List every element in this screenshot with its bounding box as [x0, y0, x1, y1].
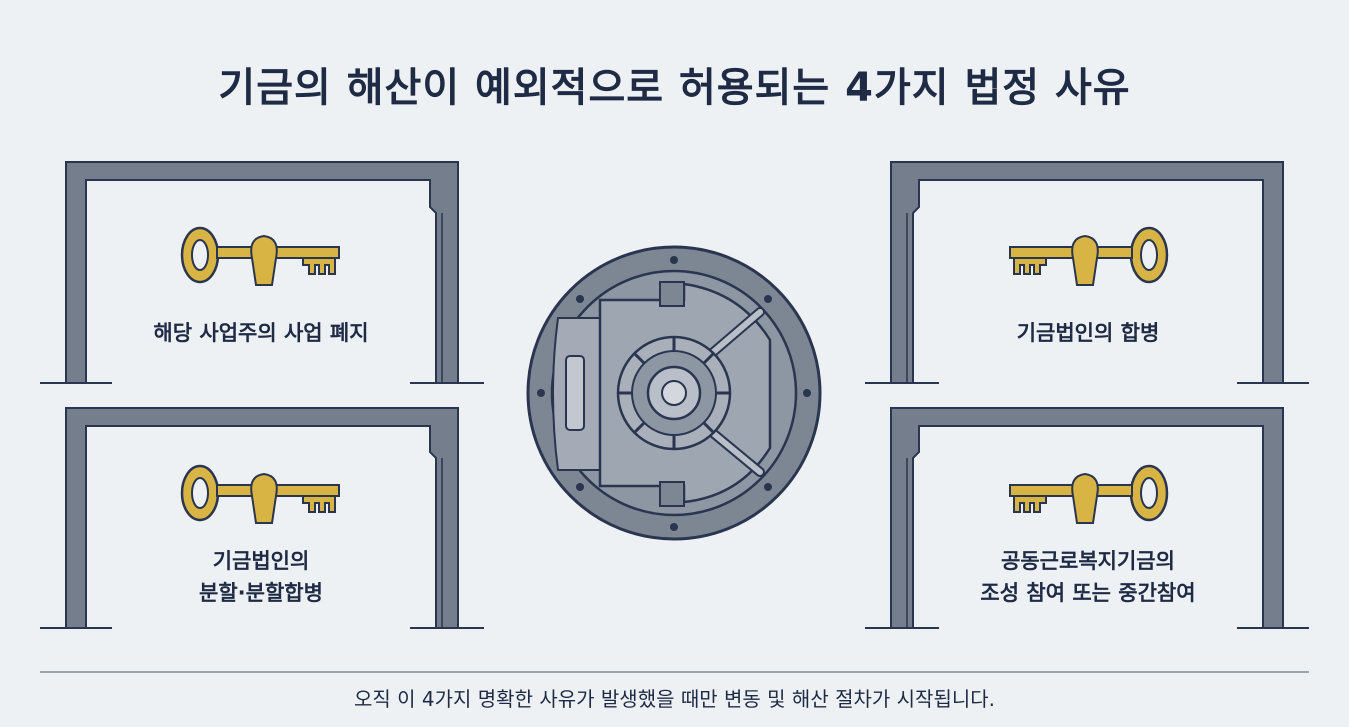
- footer-note: 오직 이 4가지 명확한 사유가 발생했을 때만 변동 및 해산 절차가 시작됩…: [353, 687, 995, 711]
- footer-divider: [40, 671, 1309, 673]
- key-icon: [180, 464, 341, 525]
- reason-label-split-line1: 기금법인의: [212, 549, 310, 573]
- frame-top-left: [40, 161, 484, 384]
- frame-top-right: [865, 161, 1309, 384]
- key-icon: [1008, 464, 1169, 525]
- key-icon: [1008, 226, 1169, 287]
- frame-bottom-left: [40, 407, 484, 629]
- reason-label-joint-fund-line1: 공동근로복지기금의: [1001, 549, 1175, 573]
- reason-label-merger: 기금법인의 합병: [1016, 321, 1160, 345]
- frame-bottom-right: [865, 407, 1309, 629]
- reason-label-business-closure: 해당 사업주의 사업 폐지: [153, 321, 369, 345]
- vault-door-icon: [526, 245, 822, 541]
- key-icon: [180, 226, 341, 287]
- page-title: 기금의 해산이 예외적으로 허용되는 4가지 법정 사유: [218, 65, 1131, 111]
- reason-label-split-line2: 분할·분할합병: [199, 581, 323, 605]
- reason-label-split: 기금법인의 분할·분할합병: [86, 545, 436, 609]
- reason-label-joint-fund: 공동근로복지기금의 조성 참여 또는 중간참여: [913, 545, 1263, 609]
- reason-label-joint-fund-line2: 조성 참여 또는 중간참여: [980, 581, 1196, 605]
